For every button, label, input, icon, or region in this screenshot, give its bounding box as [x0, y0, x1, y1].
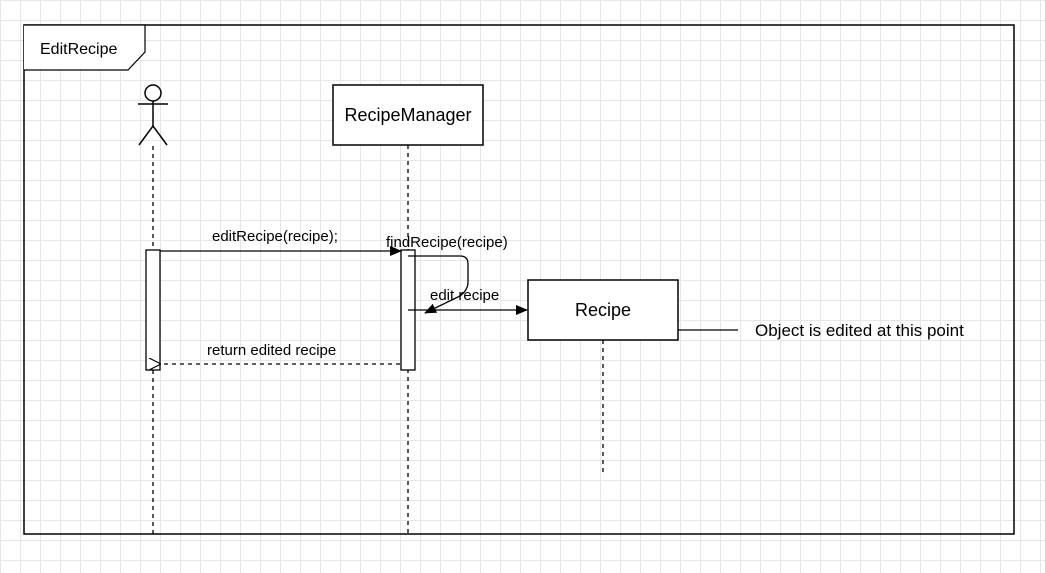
frame-border	[23, 24, 1015, 535]
edit-message-label: edit recipe	[430, 287, 499, 304]
manager-label: RecipeManager	[344, 105, 471, 125]
find-recipe-self-arrow	[408, 255, 469, 314]
find-recipe-label: findRecipe(recipe)	[386, 234, 508, 251]
note-text: Object is edited at this point	[755, 321, 964, 340]
frame-title: EditRecipe	[40, 41, 117, 58]
actor-activation	[145, 249, 161, 371]
edit-recipe-message-label: editRecipe(recipe);	[212, 228, 338, 245]
manager-box	[332, 84, 484, 146]
recipe-box	[527, 279, 679, 341]
recipe-label: Recipe	[575, 300, 631, 320]
actor-icon	[138, 84, 168, 146]
return-message-label: return edited recipe	[207, 342, 336, 359]
frame-title-tab	[24, 24, 146, 71]
